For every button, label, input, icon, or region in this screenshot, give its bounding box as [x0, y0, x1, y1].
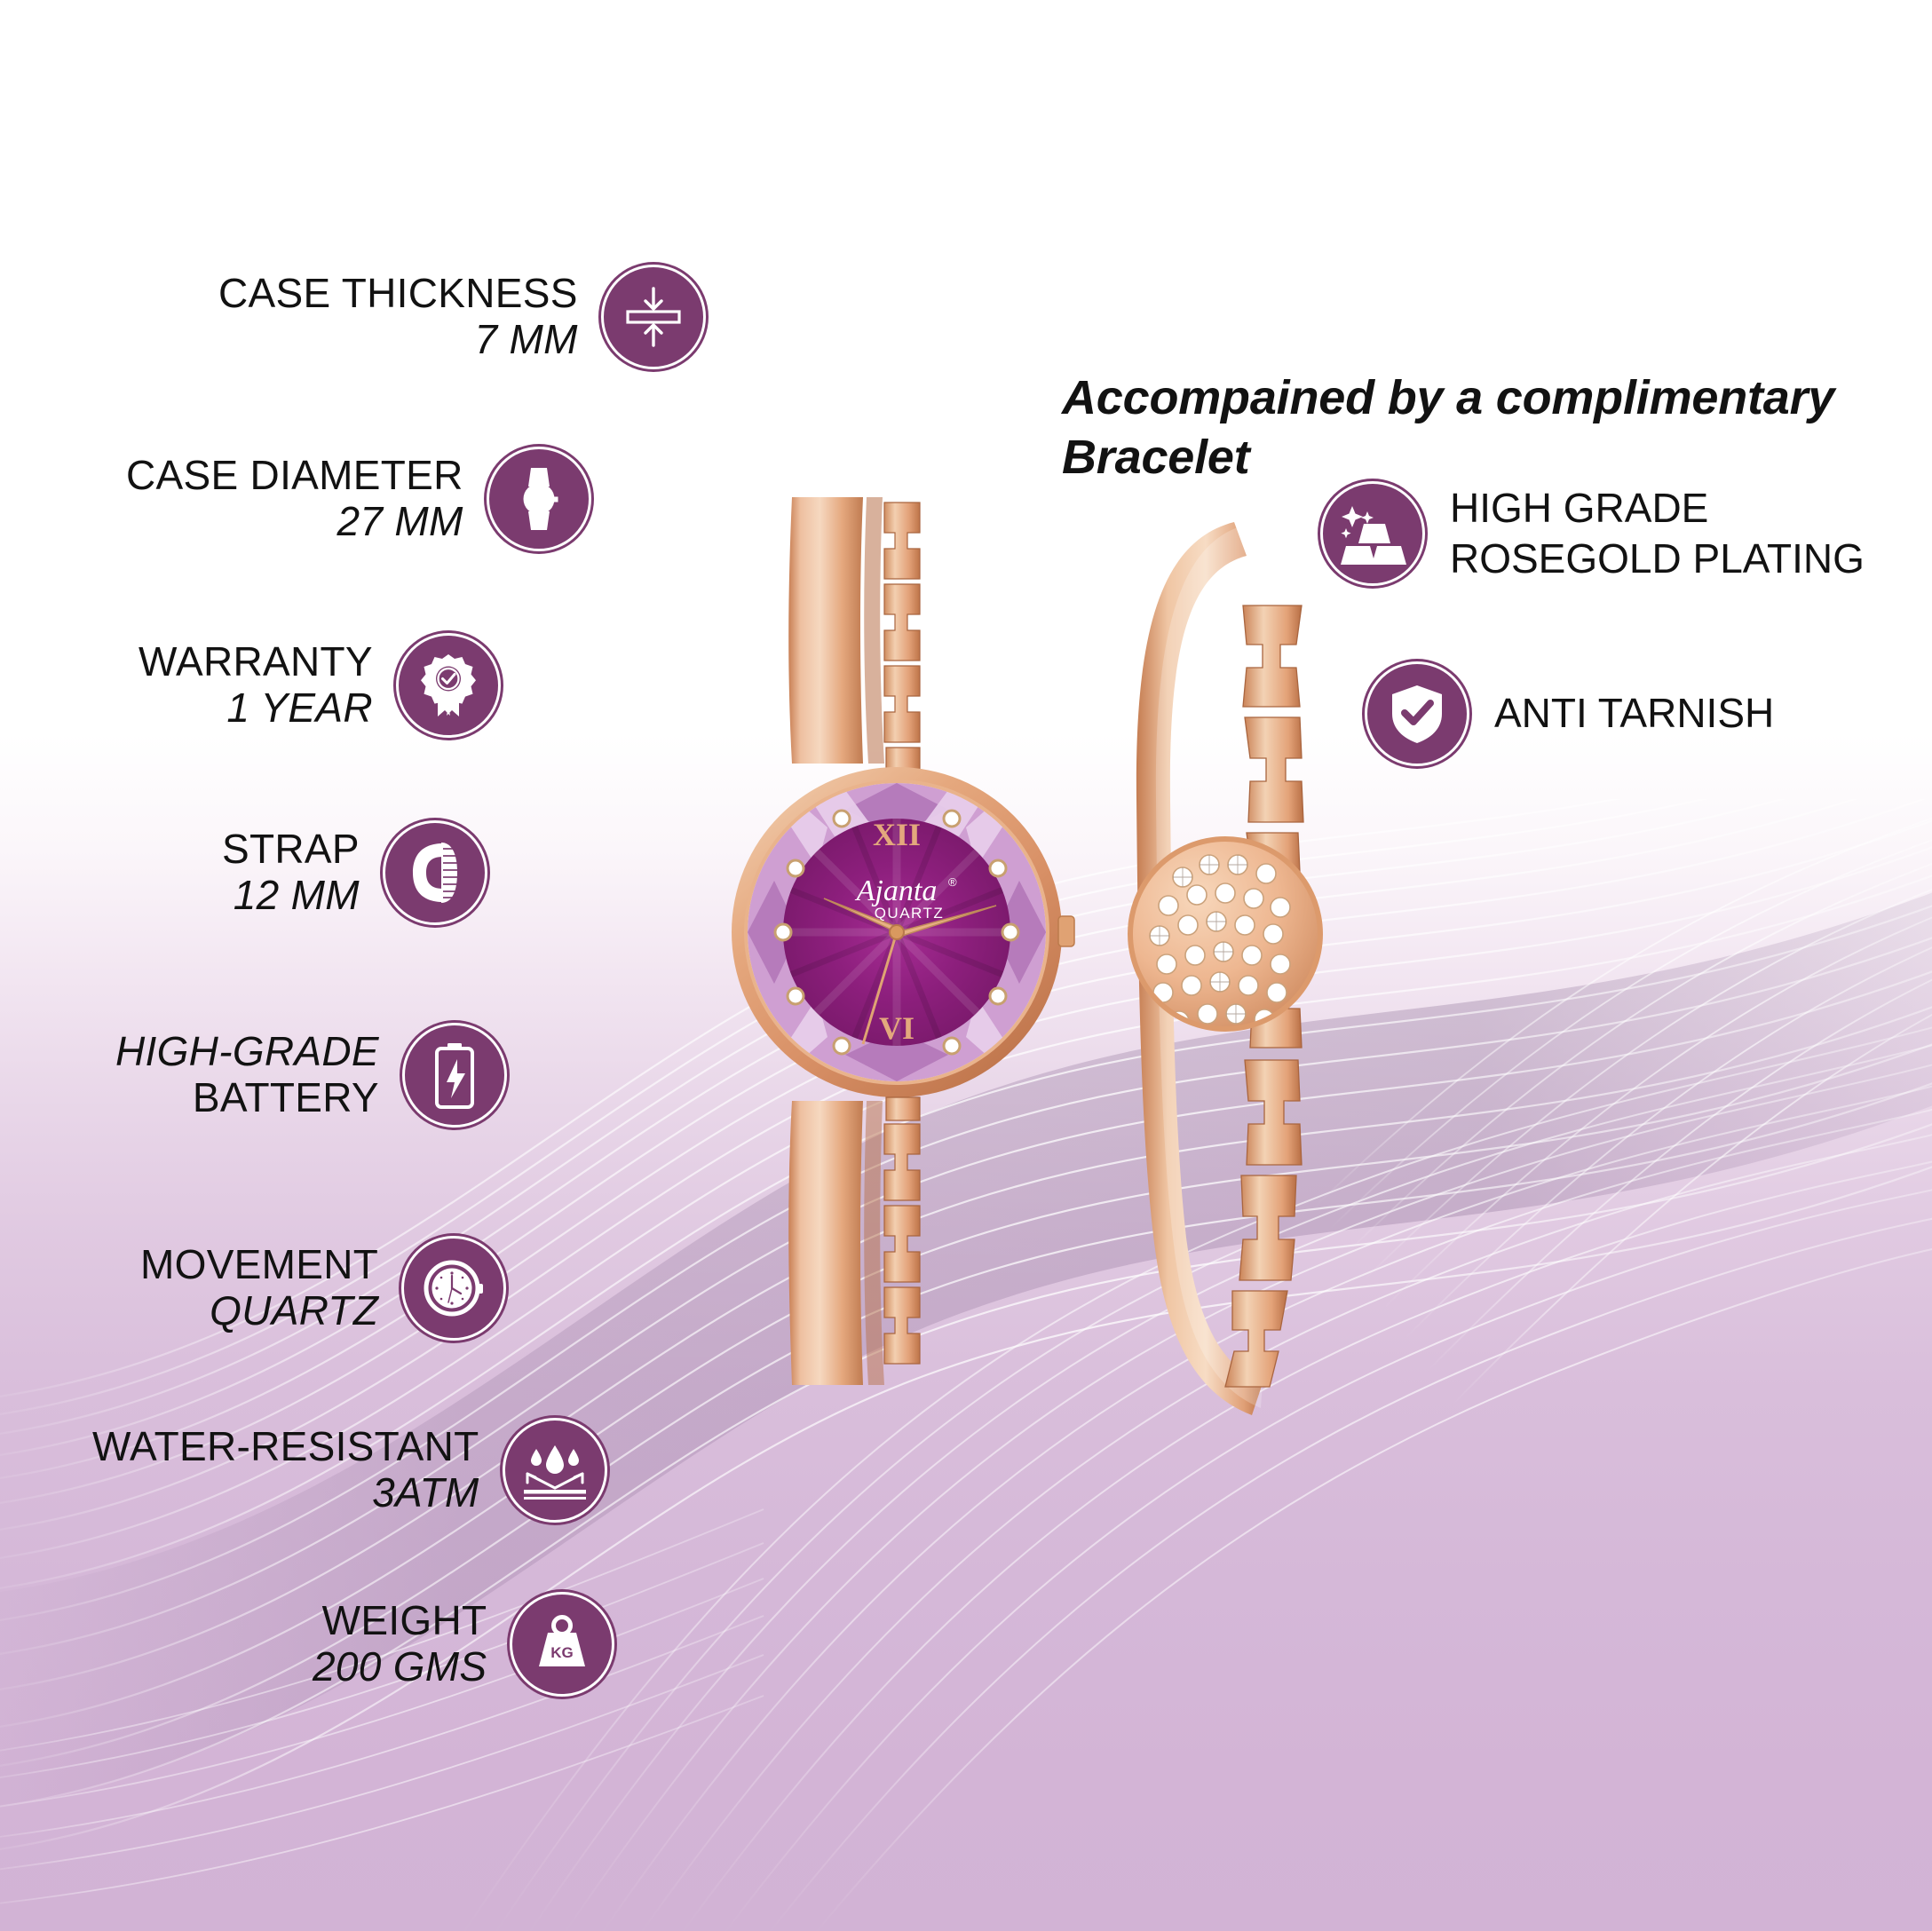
dial-numeral-12: XII	[873, 817, 921, 852]
spec-label: CASE DIAMETER	[126, 452, 463, 499]
spec-value: 200 GMS	[313, 1643, 487, 1690]
spec-label: WATER-RESISTANT	[92, 1423, 479, 1470]
bracelet-headline: Accompained by a complimentary Bracelet	[1062, 371, 1835, 484]
spec-text: HIGH-GRADE BATTERY	[115, 1029, 402, 1120]
spec-row-warranty: WARRANTY 1 YEAR	[139, 633, 501, 738]
gold-bars-icon	[1320, 481, 1425, 586]
spec-label: STRAP	[222, 826, 360, 873]
dial-brand-sub: QUARTZ	[875, 905, 945, 922]
dial-numeral-6: VI	[879, 1010, 915, 1046]
battery-icon	[401, 1023, 507, 1128]
spec-label: MOVEMENT	[140, 1241, 379, 1288]
spec-row-water-resistant: WATER-RESISTANT 3ATM	[92, 1418, 607, 1523]
spec-row-movement: MOVEMENT QUARTZ	[140, 1236, 507, 1341]
feature-line-1: ANTI TARNISH	[1494, 690, 1775, 737]
spec-text: WATER-RESISTANT 3ATM	[92, 1424, 503, 1516]
strap-icon	[382, 820, 487, 925]
shield-check-icon	[1365, 661, 1469, 766]
spec-row-case-diameter: CASE DIAMETER 27 MM	[126, 447, 591, 551]
spec-label: WARRANTY	[139, 638, 373, 685]
dial-registered-mark: ®	[948, 875, 957, 889]
watch-crown	[1057, 915, 1075, 947]
svg-text:KG: KG	[551, 1644, 574, 1661]
bracelet-feature-anti-tarnish: ANTI TARNISH	[1365, 661, 1774, 766]
dial-brand-name: Ajanta	[855, 874, 938, 907]
feature-line-2: ROSEGOLD PLATING	[1450, 535, 1865, 582]
bracelet-product-image	[1128, 522, 1323, 1415]
spec-value: 3ATM	[372, 1469, 479, 1516]
case-diameter-icon	[486, 447, 591, 551]
bangle-band	[1136, 522, 1263, 1415]
spec-value: 27 MM	[337, 498, 463, 544]
dial-crystal-markers	[773, 809, 1020, 1056]
spec-row-battery: HIGH-GRADE BATTERY	[115, 1023, 507, 1128]
feature-line-1: HIGH GRADE	[1450, 484, 1709, 531]
spec-label: CASE THICKNESS	[218, 270, 578, 317]
spec-text: WARRANTY 1 YEAR	[139, 639, 396, 731]
spec-label: WEIGHT	[321, 1597, 487, 1644]
feature-text: HIGH GRADE ROSEGOLD PLATING	[1425, 483, 1865, 584]
weight-kg-icon: KG	[510, 1592, 615, 1697]
spec-text: MOVEMENT QUARTZ	[140, 1242, 401, 1333]
water-resistant-icon	[502, 1418, 607, 1523]
spec-text: CASE THICKNESS 7 MM	[218, 271, 601, 362]
dial-hands	[823, 898, 997, 1045]
spec-row-weight: WEIGHT 200 GMS KG	[313, 1592, 615, 1697]
warranty-badge-icon	[395, 633, 501, 738]
spec-text: WEIGHT 200 GMS	[313, 1598, 510, 1690]
watch-product-image: XII VI Ajanta ® QUARTZ	[732, 497, 1075, 1385]
spec-value: 12 MM	[233, 872, 360, 918]
spec-text: STRAP 12 MM	[222, 827, 383, 918]
spec-row-case-thickness: CASE THICKNESS 7 MM	[218, 265, 706, 369]
feature-text: ANTI TARNISH	[1469, 688, 1774, 739]
spec-value: 1 YEAR	[226, 685, 373, 731]
spec-row-strap: STRAP 12 MM	[222, 820, 487, 925]
spec-value: 7 MM	[474, 316, 578, 362]
spec-label: HIGH-GRADE	[115, 1028, 379, 1075]
case-thickness-icon	[600, 265, 706, 369]
movement-watch-icon	[401, 1236, 507, 1341]
bracelet-feature-rosegold: HIGH GRADE ROSEGOLD PLATING	[1320, 481, 1865, 586]
spec-value: QUARTZ	[210, 1287, 379, 1333]
spec-text: CASE DIAMETER 27 MM	[126, 453, 487, 544]
spec-value: BATTERY	[192, 1074, 379, 1120]
